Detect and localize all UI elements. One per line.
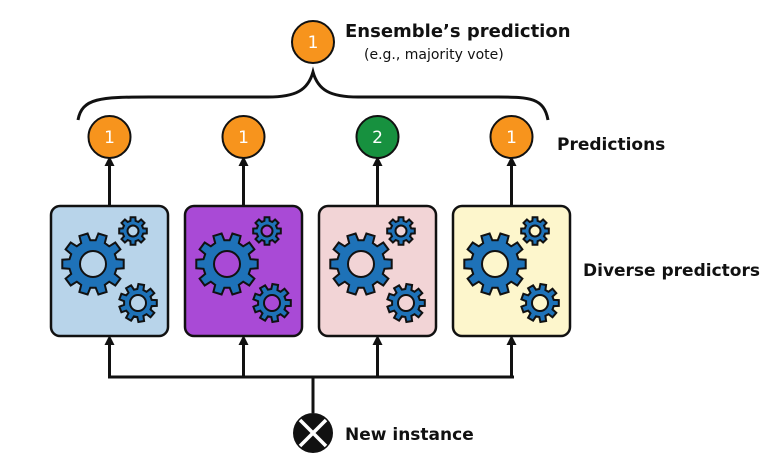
prediction-value: 1 <box>238 128 249 148</box>
prediction-circle <box>221 115 266 159</box>
ensemble-subtitle: (e.g., majority vote) <box>364 47 504 63</box>
predictor-2: 1 <box>183 115 304 377</box>
ensemble-prediction-value: 1 <box>308 33 319 53</box>
predictor-3: 2 <box>317 115 438 377</box>
diverse-predictors-label: Diverse predictors <box>583 261 760 281</box>
ensemble-title: Ensemble’s prediction <box>345 21 571 42</box>
grouping-brace <box>76 66 550 121</box>
gears-icon <box>329 216 426 324</box>
prediction-value: 1 <box>104 128 115 148</box>
prediction-value: 2 <box>372 128 383 148</box>
gears-icon <box>463 216 560 324</box>
prediction-circle <box>355 115 400 159</box>
ensemble-prediction-circle <box>291 20 335 64</box>
predictors-row: 1 1 2 1 <box>49 115 572 377</box>
new-instance-icon <box>293 413 333 453</box>
prediction-value: 1 <box>506 128 517 148</box>
prediction-circle <box>489 115 534 159</box>
predictor-1: 1 <box>49 115 170 377</box>
predictions-label: Predictions <box>557 135 665 155</box>
input-distribution <box>108 375 514 413</box>
prediction-circle <box>87 115 132 159</box>
new-instance-label: New instance <box>345 425 474 445</box>
gears-icon <box>61 216 158 324</box>
gears-icon <box>195 216 292 324</box>
ensemble-prediction: 1 <box>291 20 335 64</box>
predictor-4: 1 <box>451 115 572 377</box>
